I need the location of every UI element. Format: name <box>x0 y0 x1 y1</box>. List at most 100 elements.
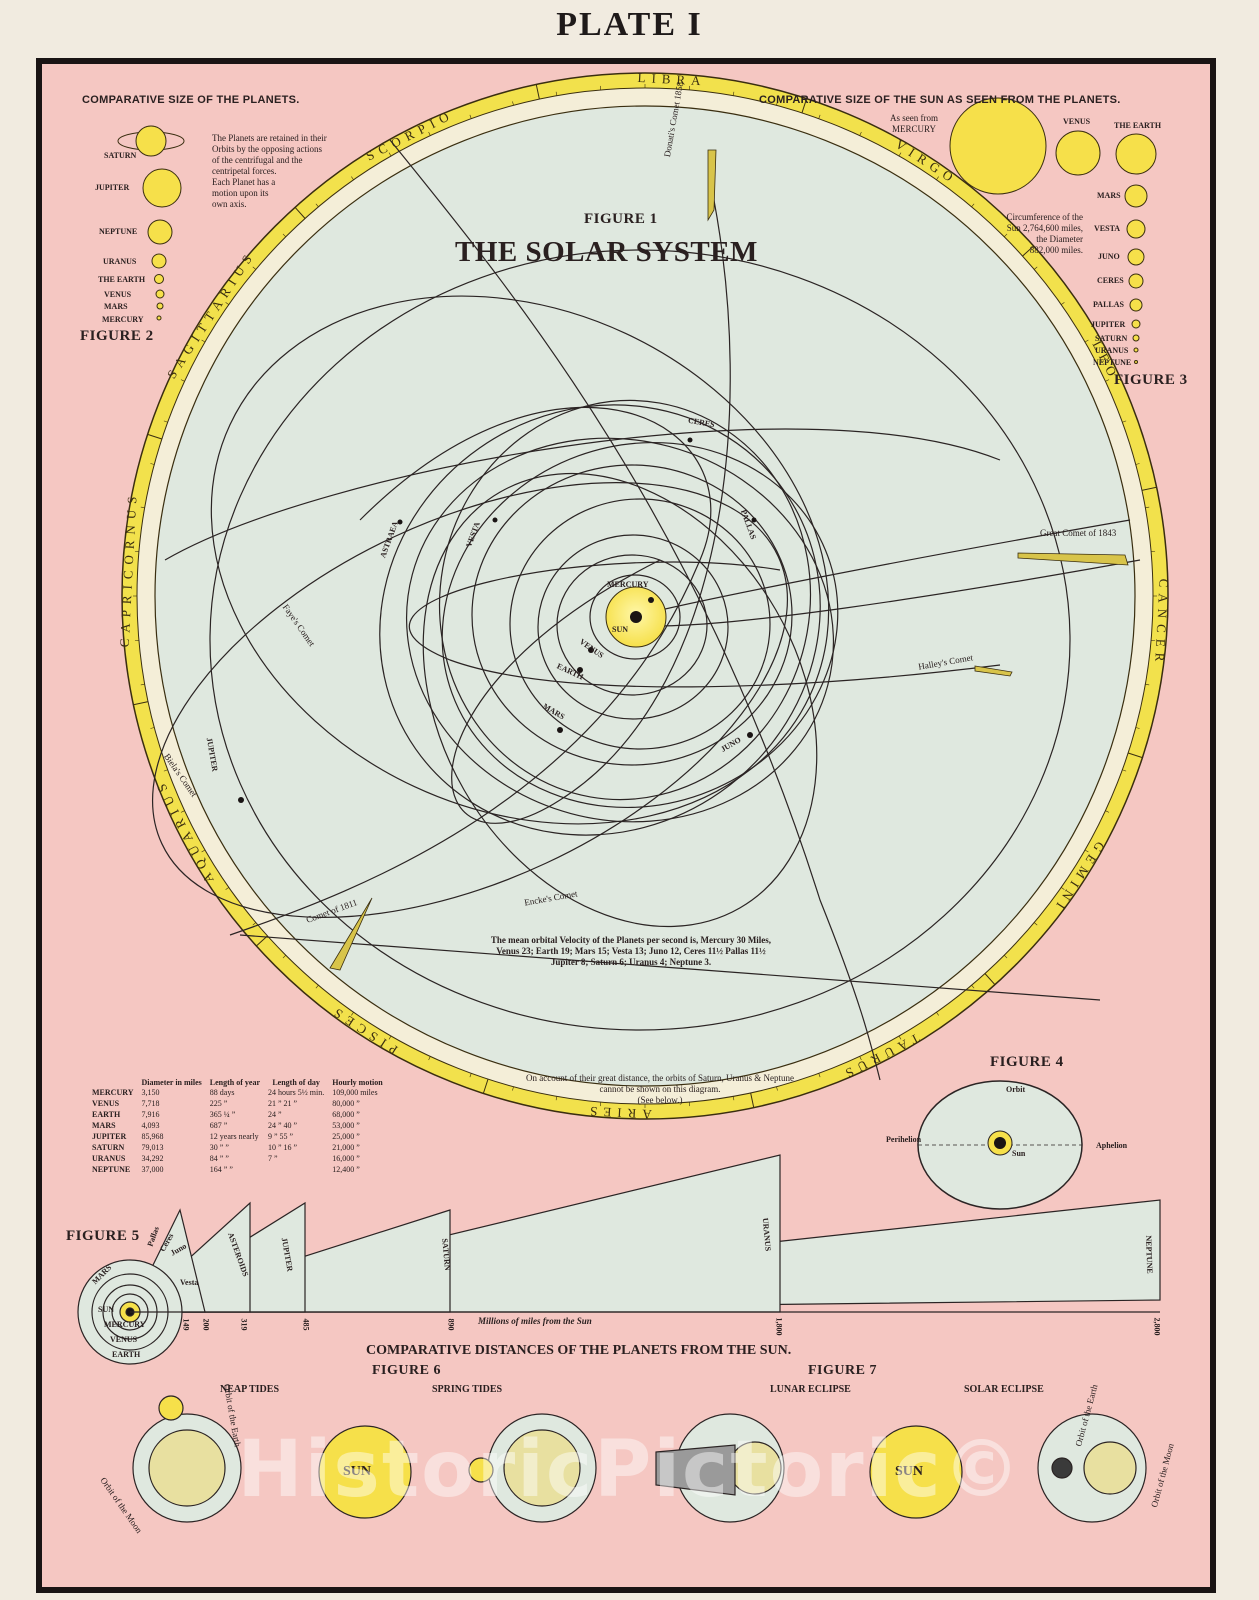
table-cell: 21 ” 21 ” <box>268 1099 298 1108</box>
distance-note: On account of their great distance, the … <box>500 1073 820 1106</box>
zodiac-divider <box>984 973 996 985</box>
neptune-disc <box>147 219 173 245</box>
zodiac-minor-tick <box>150 463 155 465</box>
fig3-list-saturn: SATURN <box>1095 334 1128 343</box>
zodiac-minor-tick <box>936 176 939 181</box>
zodiac-minor-tick <box>225 302 230 305</box>
fig3-sun-circles <box>949 97 1157 364</box>
zodiac-minor-tick <box>1060 302 1065 305</box>
zodiac-minor-tick <box>201 339 206 343</box>
zodiac-divider <box>750 1092 755 1108</box>
zodiac-minor-tick <box>1003 233 1008 238</box>
zodiac-minor-tick <box>555 91 558 96</box>
zodiac-minor-tick <box>1084 339 1089 343</box>
table-cell: VENUS <box>92 1099 120 1108</box>
zodiac-minor-tick <box>428 131 431 136</box>
fig2-note-line: of the centrifugal and the <box>212 155 303 165</box>
fig5-tick-890: 890 <box>446 1318 456 1331</box>
fig4-perihelion: Perihelion <box>886 1135 922 1144</box>
table-header-row: Diameter in miles Length of year Length … <box>88 1078 387 1087</box>
table-cell: 85,968 <box>141 1132 164 1141</box>
table-cell: 365 ¼ ” <box>209 1110 236 1119</box>
fig2-note: The Planets are retained in their Orbits… <box>212 133 362 210</box>
zodiac-minor-tick <box>180 810 185 813</box>
sun-center-dot <box>630 611 642 623</box>
fig3-list-pallas: PALLAS <box>1093 300 1124 309</box>
orbit-astraea <box>438 399 812 801</box>
fig7-label: FIGURE 7 <box>808 1363 877 1378</box>
fig5-tick-1800: 1,800 <box>774 1317 784 1336</box>
orbit-mars <box>509 498 771 750</box>
fig3-as-seen-from: As seen from MERCURY <box>890 113 938 135</box>
fig5-tick-200: 200 <box>201 1318 211 1331</box>
table-cell: 687 ” <box>209 1121 228 1130</box>
table-cell <box>264 1164 328 1175</box>
fig2-note-line: The Planets are retained in their <box>212 133 327 143</box>
zodiac-minor-tick <box>1145 506 1150 509</box>
table-cell: 7,718 <box>141 1099 160 1108</box>
zodiac-minor-tick <box>732 91 735 96</box>
orbit-ceres <box>405 437 835 823</box>
fig5-mercury: MERCURY <box>104 1320 146 1329</box>
table-cell: 4,093 <box>141 1121 160 1130</box>
velocity-note: The mean orbital Velocity of the Planets… <box>466 935 796 968</box>
fig3-list-mars: MARS <box>1097 191 1121 200</box>
distance-note-line: cannot be shown on this diagram. <box>599 1084 721 1094</box>
table-header <box>88 1078 138 1087</box>
table-cell: 225 ” <box>209 1099 228 1108</box>
comet-tails <box>329 149 1129 971</box>
zodiac-minor-tick <box>388 1035 392 1040</box>
orbit-comet-1811 <box>229 406 712 936</box>
zodiac-minor-tick <box>555 1096 558 1101</box>
orbit-donati <box>451 179 731 824</box>
uranus-disc <box>151 253 167 269</box>
zodiac-minor-tick <box>252 266 257 270</box>
table-cell: EARTH <box>92 1110 121 1119</box>
distance-note-line: On account of their great distance, the … <box>526 1073 794 1083</box>
fig5-tick-485: 485 <box>301 1318 311 1331</box>
zodiac-label-cancer: CANCER <box>1152 578 1172 667</box>
fig2-note-line: Orbits by the opposing actions <box>212 144 322 154</box>
label-mercury: MERCURY <box>607 580 649 589</box>
table-cell: 12 years nearly <box>209 1132 259 1141</box>
zodiac-minor-tick <box>1003 954 1008 959</box>
fig6-neap: NEAP TIDES <box>220 1384 280 1395</box>
fig3-note-line: 882,000 miles. <box>1029 245 1083 255</box>
zodiac-divider <box>1141 486 1157 491</box>
fig5-vesta: Vesta <box>180 1278 199 1287</box>
zodiac-minor-tick <box>315 984 319 989</box>
fig2-note-line: centripetal forces. <box>212 166 277 176</box>
label-sun: SUN <box>612 625 629 634</box>
table-cell: 3,150 <box>141 1088 160 1097</box>
fig5-axis-label: Millions of miles from the Sun <box>478 1316 592 1326</box>
fig3-note-line: the Diameter <box>1036 234 1083 244</box>
orbit-jupiter <box>209 249 1071 1031</box>
zodiac-minor-tick <box>351 176 354 181</box>
table-cell: 16,000 ” <box>332 1154 360 1163</box>
zodiac-divider <box>294 207 306 219</box>
table-cell: MERCURY <box>92 1088 134 1097</box>
comet-tail-halley <box>974 665 1013 677</box>
table-header: Hourly motion <box>332 1078 383 1087</box>
fig2-planet-venus: VENUS <box>104 290 132 299</box>
fig5-tick-2800: 2,800 <box>1152 1317 1162 1336</box>
zodiac-minor-tick <box>1135 463 1140 465</box>
table-cell: 25,000 ” <box>332 1132 360 1141</box>
comet-tail-1811 <box>329 897 373 971</box>
table-cell: 79,013 <box>141 1143 164 1152</box>
table-cell: URANUS <box>92 1154 126 1163</box>
table-cell: 80,000 ” <box>332 1099 360 1108</box>
zodiac-minor-tick <box>1122 420 1127 423</box>
fig4-sun: Sun <box>1012 1149 1026 1158</box>
fig7-sun: SUN <box>895 1464 924 1479</box>
zodiac-minor-tick <box>1060 887 1065 890</box>
zodiac-divider <box>535 84 540 100</box>
zodiac-minor-tick <box>252 922 257 926</box>
table-cell: 9 ” 55 ” <box>268 1132 294 1141</box>
orbit-long-2 <box>164 428 1001 561</box>
zodiac-minor-tick <box>180 379 185 382</box>
zodiac-minor-tick <box>971 984 975 989</box>
